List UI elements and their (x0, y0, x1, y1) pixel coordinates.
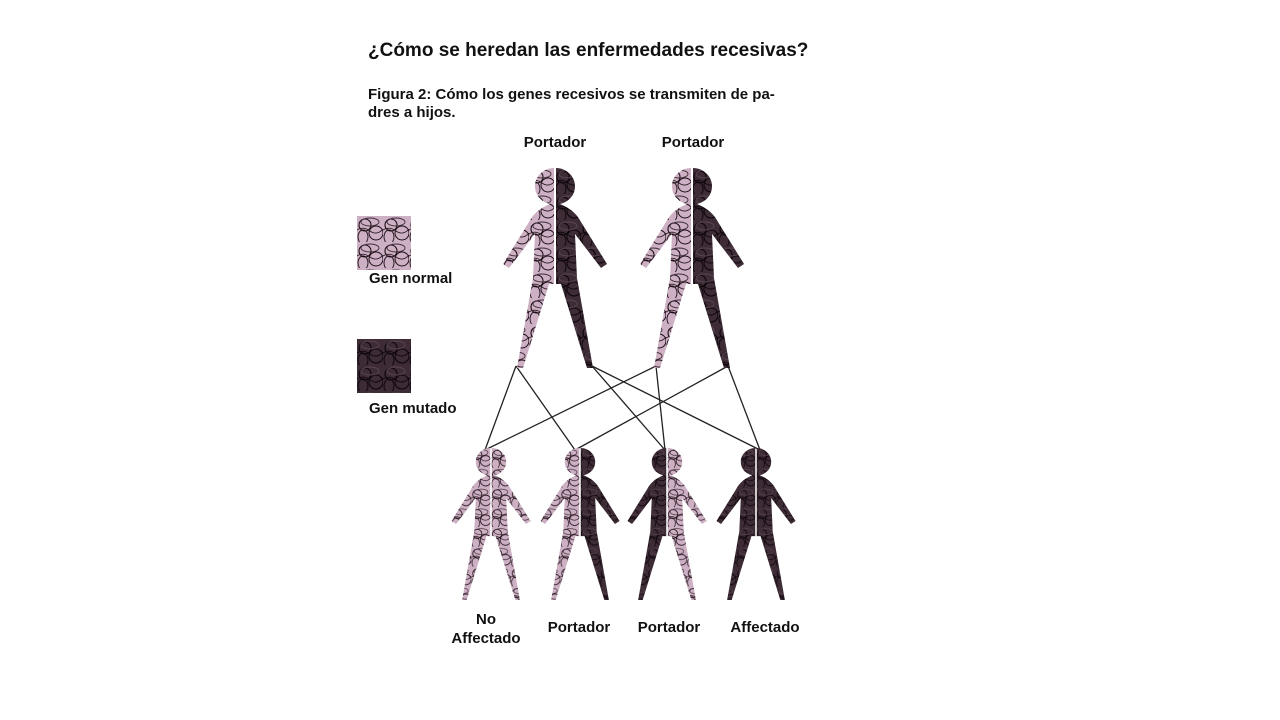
child-label-1: No Affectado (451, 611, 521, 647)
child-figure-3 (627, 448, 707, 600)
line-p2-c3 (655, 365, 666, 451)
legend-label-mutated-gene: Gen mutado (369, 400, 457, 417)
parent-label-2: Portador (661, 134, 725, 151)
inheritance-lines (484, 365, 761, 451)
line-p2-c2 (574, 365, 729, 451)
parent-1-normal-half (503, 168, 554, 368)
line-p2-c4 (727, 365, 761, 451)
child-2-right-half (580, 448, 620, 600)
legend-swatch-mutated-gene (357, 339, 411, 393)
parent-2-mutated-half (693, 168, 744, 368)
page-title: ¿Cómo se heredan las enfermedades recesi… (368, 40, 809, 61)
parent-figure-2 (640, 168, 744, 368)
figure-caption-line-2: dres a hijos. (368, 104, 456, 121)
line-p1-c4 (591, 365, 761, 451)
child-4-right-half (756, 448, 796, 600)
parent-1-mutated-half (556, 168, 607, 368)
legend-swatch-normal-gene (357, 216, 411, 270)
line-p1-c1 (484, 365, 517, 451)
child-figure-1 (451, 448, 531, 600)
child-figure-2 (540, 448, 620, 600)
child-3-right-half (667, 448, 707, 600)
figure-caption-line-1: Figura 2: Cómo los genes recesivos se tr… (368, 86, 775, 103)
child-2-left-half (540, 448, 580, 600)
child-1-right-half (491, 448, 531, 600)
child-4-left-half (716, 448, 756, 600)
child-label-4: Affectado (730, 619, 800, 636)
line-p1-c3 (591, 365, 666, 451)
legend-label-normal-gene: Gen normal (369, 270, 453, 287)
child-3-left-half (627, 448, 667, 600)
parent-figure-1 (503, 168, 607, 368)
child-1-left-half (451, 448, 491, 600)
child-label-2: Portador (547, 619, 611, 636)
child-label-3: Portador (637, 619, 701, 636)
figure-caption: Figura 2: Cómo los genes recesivos se tr… (368, 86, 864, 122)
child-figure-4 (716, 448, 796, 600)
parent-2-normal-half (640, 168, 691, 368)
parent-label-1: Portador (523, 134, 587, 151)
line-p1-c2 (515, 365, 576, 451)
line-p2-c1 (484, 365, 657, 451)
